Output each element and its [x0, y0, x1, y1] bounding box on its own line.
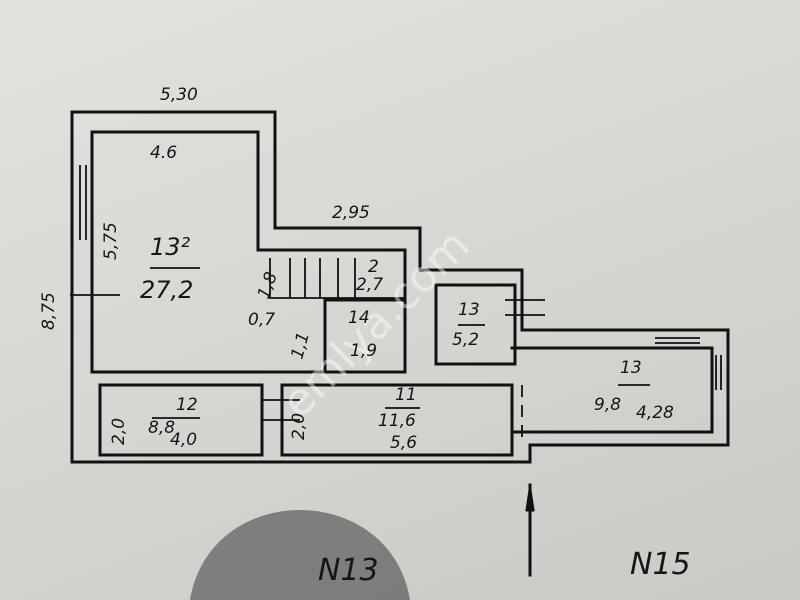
room-number: 14 [348, 308, 370, 328]
room-area: 8,8 [148, 418, 175, 438]
room-number: 13 [458, 300, 480, 320]
dim-corridor-width: 2,95 [332, 203, 370, 223]
room-labels: 13² 27,2 2 2,7 14 1,9 13 5,2 13 9,8 4,28… [140, 233, 674, 453]
dim-stair-width: 1,8 [254, 269, 282, 301]
dim-inner-width: 4.6 [150, 143, 177, 163]
room-number: 11 [395, 385, 417, 405]
room-area: 5,2 [452, 330, 479, 350]
room-area: 9,8 [594, 395, 621, 415]
room-area: 11,6 [378, 411, 416, 431]
dim-inner-height: 5,75 [101, 222, 121, 260]
dim-room12-height: 2,0 [109, 418, 129, 445]
building-label: N15 [630, 547, 691, 582]
room-number: 12 [176, 395, 198, 415]
room-length: 4,28 [636, 403, 674, 423]
building-label: N13 [318, 553, 379, 588]
room-length: 5,6 [390, 433, 417, 453]
outer-walls [70, 110, 730, 577]
dim-room11-height: 2,0 [289, 413, 309, 440]
room-number: 13² [150, 233, 191, 261]
shadow [190, 510, 410, 600]
room-length: 4,0 [170, 430, 197, 450]
room-area: 1,9 [350, 341, 377, 361]
room-area: 2,7 [356, 275, 383, 295]
dim-outer-height: 8,75 [39, 292, 59, 330]
room-number: 13 [620, 358, 642, 378]
room-number: 2 [368, 257, 379, 277]
dim-top-width: 5,30 [160, 85, 198, 105]
room-area: 27,2 [140, 276, 193, 304]
dim-stair-gap: 0,7 [248, 310, 275, 330]
dimension-labels: 5,30 4.6 5,75 8,75 2,95 1,8 0,7 1,1 2,0 … [39, 85, 370, 445]
